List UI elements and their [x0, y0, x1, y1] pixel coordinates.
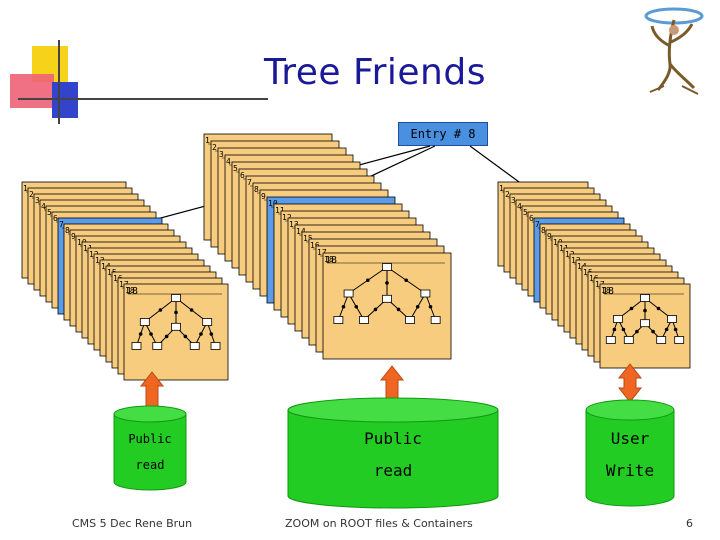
tree-card-label: 9	[261, 192, 266, 201]
tree-card-label: 3	[219, 150, 224, 159]
up-arrow-icon	[379, 365, 405, 403]
databases	[113, 397, 675, 509]
db-middle-line2: read	[373, 461, 413, 480]
tree-card-label: 18	[324, 255, 334, 264]
tree-card-label: 1	[205, 136, 210, 145]
page-number: 6	[686, 517, 693, 530]
tree-card-label: 18	[601, 286, 611, 295]
tree-card-label: 8	[65, 226, 70, 235]
tree-card-label: 7	[59, 220, 64, 229]
tree-card-label: 18	[125, 286, 135, 295]
db-left-line2: read	[135, 458, 165, 472]
database-cylinder-icon	[287, 397, 499, 509]
front-card-label: 18	[325, 255, 337, 266]
tree-card-label: 9	[547, 232, 552, 241]
tree-logo	[644, 7, 704, 95]
db-right-line1: User	[610, 429, 650, 448]
tree-card-label: 5	[47, 208, 52, 217]
tree-card-label: 4	[226, 157, 231, 166]
tree-card-label: 15	[303, 234, 313, 243]
tree-card-label: 4	[517, 202, 522, 211]
db-right-line2: Write	[605, 461, 655, 480]
entry-label: Entry # 8	[398, 122, 488, 146]
tree-card-label: 12	[282, 213, 292, 222]
tree-card-label: 13	[289, 220, 299, 229]
tree-card-label: 8	[254, 185, 259, 194]
db-left-line1: Public	[128, 432, 172, 446]
footer-subtitle: ZOOM on ROOT files & Containers	[285, 517, 473, 530]
database-cylinder-icon	[585, 399, 675, 507]
front-tree-graph: 18	[126, 286, 221, 350]
tree-card-label: 16	[310, 241, 320, 250]
tree-card-label: 2	[212, 143, 217, 152]
front-tree-graph: 18	[325, 255, 441, 324]
tree-card-label: 3	[35, 196, 40, 205]
tree-card-label: 7	[247, 178, 252, 187]
double-arrow-icon	[617, 363, 643, 403]
front-tree-graph: 18	[602, 286, 685, 344]
tree-card-label: 5	[523, 208, 528, 217]
tree-card-label: 10	[268, 199, 278, 208]
footer-author: CMS 5 Dec Rene Brun	[72, 517, 193, 530]
tree-card-label: 2	[505, 190, 510, 199]
tree-card-label: 3	[511, 196, 516, 205]
page-title: Tree Friends	[264, 52, 486, 93]
tree-card-label: 11	[275, 206, 285, 215]
tree-card-label: 6	[240, 171, 245, 180]
tree-card-label: 1	[23, 184, 28, 193]
front-card-label: 18	[602, 286, 614, 297]
tree-card-label: 4	[41, 202, 46, 211]
tree-card-label: 5	[233, 164, 238, 173]
tree-card-label: 6	[529, 214, 534, 223]
tree-card-label: 6	[53, 214, 58, 223]
tree-card-label: 9	[71, 232, 76, 241]
tree-card-label: 17	[317, 248, 327, 257]
tree-card-label: 2	[29, 190, 34, 199]
tree-card-label: 8	[541, 226, 546, 235]
tree-card-label: 1	[499, 184, 504, 193]
database-cylinder-icon	[113, 405, 187, 491]
front-card-label: 18	[126, 286, 138, 297]
tree-card-label: 14	[296, 227, 306, 236]
db-middle-line1: Public	[364, 429, 422, 448]
tree-card-label: 7	[535, 220, 540, 229]
